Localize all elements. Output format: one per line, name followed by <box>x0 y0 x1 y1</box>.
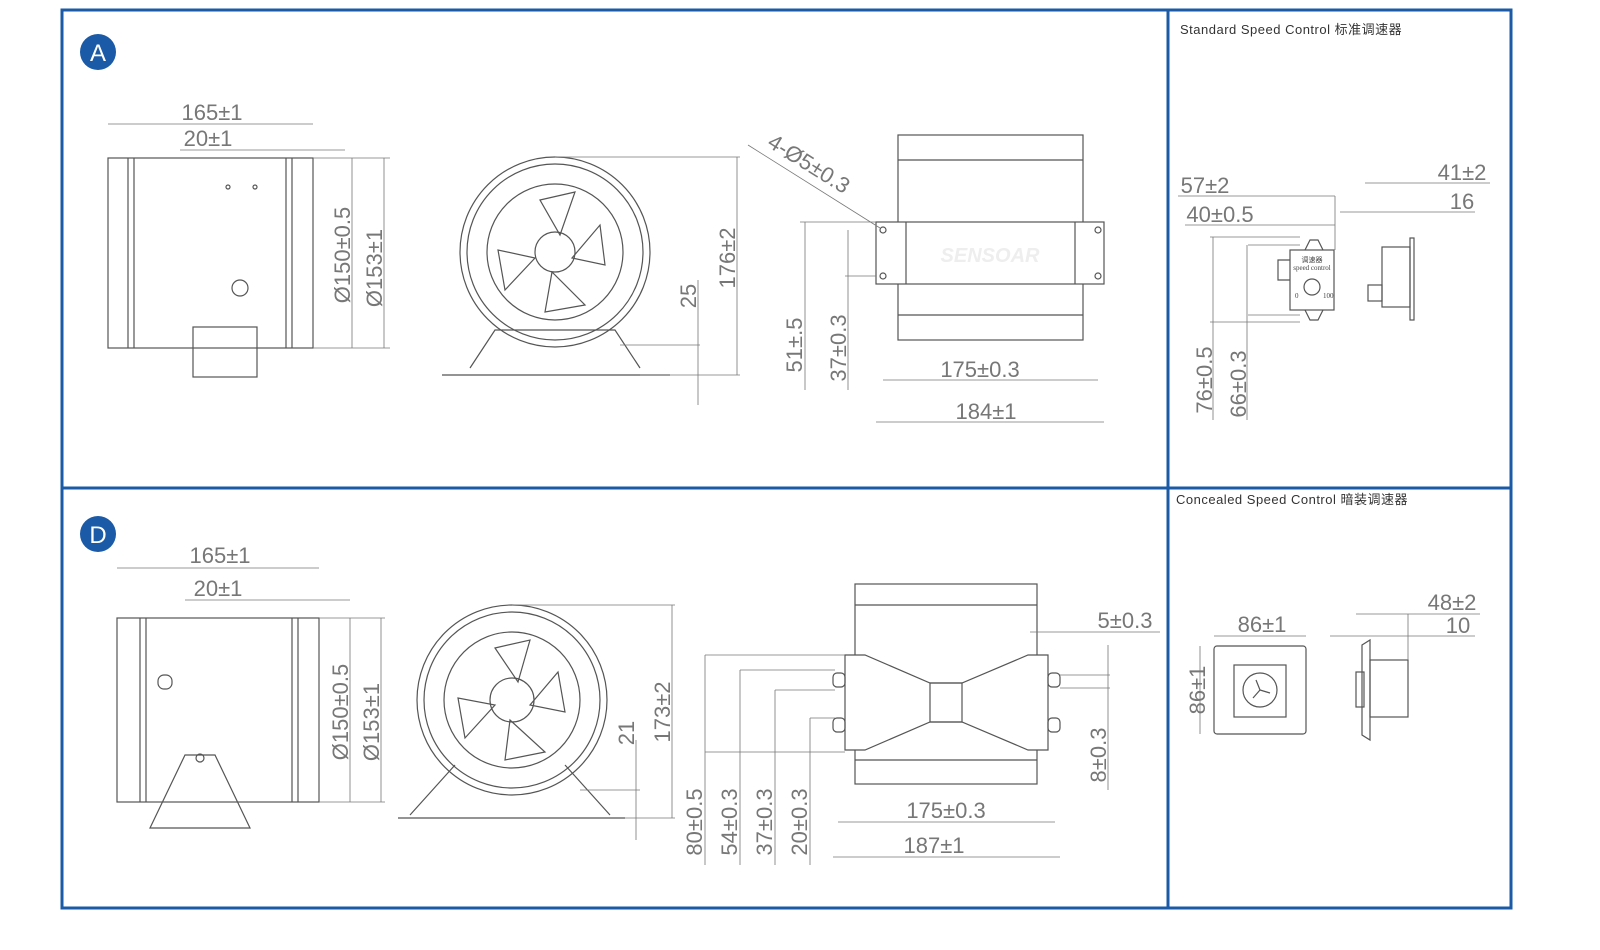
dim-outer-dia-d: Ø153±1 <box>359 683 384 761</box>
watermark: SENSOAR <box>941 245 1040 267</box>
dim-h3: 37±0.3 <box>752 788 777 855</box>
device-label-en: speed control <box>1293 264 1331 272</box>
dim-depth-total: 41±2 <box>1438 160 1487 185</box>
side-view-d: 165±1 20±1 Ø150±0.5 Ø153±1 <box>116 543 385 829</box>
standard-speed-control-panel: Standard Speed Control 标准调速器 调速器 speed c… <box>1178 22 1490 420</box>
dim-depth-part-c: 10 <box>1446 613 1470 638</box>
dim-inner-dia: Ø150±0.5 <box>330 207 355 303</box>
panel-a: A 165±1 20±1 Ø150±0.5 Ø153±1 <box>80 34 1105 424</box>
concealed-speed-control-panel: Concealed Speed Control 暗装调速器 86±1 86±1 … <box>1176 492 1480 742</box>
dim-height-holes: 66±0.3 <box>1226 350 1251 417</box>
dim-width-total: 57±2 <box>1181 173 1230 198</box>
concealed-control-title: Concealed Speed Control 暗装调速器 <box>1176 492 1408 507</box>
front-view-d: 173±2 21 <box>398 604 675 840</box>
dim-offset: 5±0.3 <box>1098 608 1153 633</box>
dim-height-d: 173±2 <box>650 681 675 742</box>
dim-flange: 20±1 <box>184 126 233 151</box>
dim-length: 165±1 <box>181 100 242 125</box>
dim-slot: 8±0.3 <box>1086 728 1111 783</box>
scale-min: 0 <box>1295 292 1299 300</box>
dim-h1: 80±0.5 <box>682 788 707 855</box>
front-view-a: 176±2 25 <box>442 156 740 405</box>
dim-length-d: 165±1 <box>189 543 250 568</box>
dim-w2: 187±1 <box>903 833 964 858</box>
scale-max: 100 <box>1323 292 1334 300</box>
dim-width-c: 86±1 <box>1238 612 1287 637</box>
dim-height-total: 76±0.5 <box>1192 346 1217 413</box>
device-label-cn: 调速器 <box>1302 255 1323 264</box>
dim-bracket-w2: 184±1 <box>955 399 1016 424</box>
dim-base: 25 <box>676 284 701 308</box>
fan-knob-icon <box>1242 672 1278 708</box>
dim-h2: 54±0.3 <box>717 788 742 855</box>
side-view-a: 165±1 20±1 Ø150±0.5 Ø153±1 <box>107 100 390 378</box>
badge-a <box>80 34 116 70</box>
badge-d <box>80 516 116 552</box>
standard-control-title: Standard Speed Control 标准调速器 <box>1180 22 1402 37</box>
dim-depth-total-c: 48±2 <box>1428 590 1477 615</box>
bracket-view-d: 5±0.3 8±0.3 80±0.5 54±0.3 37±0.3 20±0.3 … <box>682 583 1160 865</box>
dim-flange-d: 20±1 <box>194 576 243 601</box>
dim-outer-dia: Ø153±1 <box>362 229 387 307</box>
dim-bracket-h2: 37±0.3 <box>826 314 851 381</box>
concealed-control-faceplate <box>1213 645 1307 735</box>
panel-d: D 165±1 20±1 Ø150±0.5 Ø153±1 <box>80 516 1160 865</box>
dim-w1: 175±0.3 <box>906 798 985 823</box>
bracket-view-a: SENSOAR 4-Ø5±0.3 51±.5 37±0.3 175±0.3 18… <box>747 129 1105 424</box>
badge-a-label: A <box>90 40 106 67</box>
dim-depth-part: 16 <box>1450 189 1474 214</box>
dim-width-body: 40±0.5 <box>1186 202 1253 227</box>
dim-h4: 20±0.3 <box>787 788 812 855</box>
dim-height: 176±2 <box>715 227 740 288</box>
dim-base-d: 21 <box>614 721 639 745</box>
dim-bracket-h1: 51±.5 <box>782 318 807 373</box>
dim-bracket-w1: 175±0.3 <box>940 357 1019 382</box>
dim-inner-dia-d: Ø150±0.5 <box>328 664 353 760</box>
outer-frame <box>60 8 1513 910</box>
badge-d-label: D <box>89 522 106 549</box>
dim-height-c: 86±1 <box>1185 666 1210 715</box>
